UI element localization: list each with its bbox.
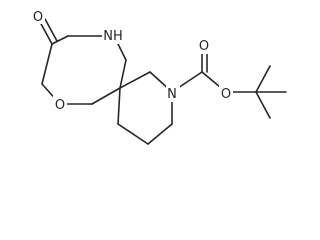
bond-ch2-spiro bbox=[119, 59, 127, 89]
structure-diagram: O NH O N O O bbox=[31, 8, 287, 145]
atom-o-ester-label: O bbox=[221, 87, 231, 102]
atom-o-ester: O bbox=[219, 84, 233, 102]
bond-spiro-ch2-left bbox=[91, 87, 121, 105]
bond-ch2-carbonyl bbox=[41, 43, 53, 85]
atom-n-ring-label: N bbox=[167, 87, 177, 102]
bonds bbox=[39, 18, 287, 145]
atom-n-lactam: NH bbox=[102, 26, 124, 44]
bond-ch2-spiro-bottom bbox=[117, 87, 121, 125]
bond-carbonyl-n bbox=[51, 35, 69, 45]
bond-ch2-ch2-left bbox=[117, 123, 149, 145]
atom-o-ether: O bbox=[53, 95, 67, 113]
bond-c-o-double-a bbox=[39, 21, 53, 45]
bond-tbu-methyl-bottom bbox=[255, 91, 271, 119]
atom-o-ether-label: O bbox=[55, 98, 65, 113]
bond-tbu-methyl-top bbox=[255, 65, 271, 93]
atom-o-carbonyl: O bbox=[197, 36, 212, 54]
bond-ch2-ch2-bottom bbox=[147, 123, 173, 145]
bond-spiro-ch2-top bbox=[119, 71, 151, 89]
atom-labels: O NH O N O O bbox=[31, 8, 233, 113]
atom-o-carbonyl-label: O bbox=[199, 39, 209, 54]
atom-o-ketone-label: O bbox=[33, 10, 43, 25]
atom-o-ketone: O bbox=[31, 8, 45, 25]
atom-n-ring: N bbox=[166, 84, 180, 102]
atom-n-lactam-label: NH bbox=[103, 29, 123, 44]
bond-c-o-double-b bbox=[44, 18, 58, 42]
